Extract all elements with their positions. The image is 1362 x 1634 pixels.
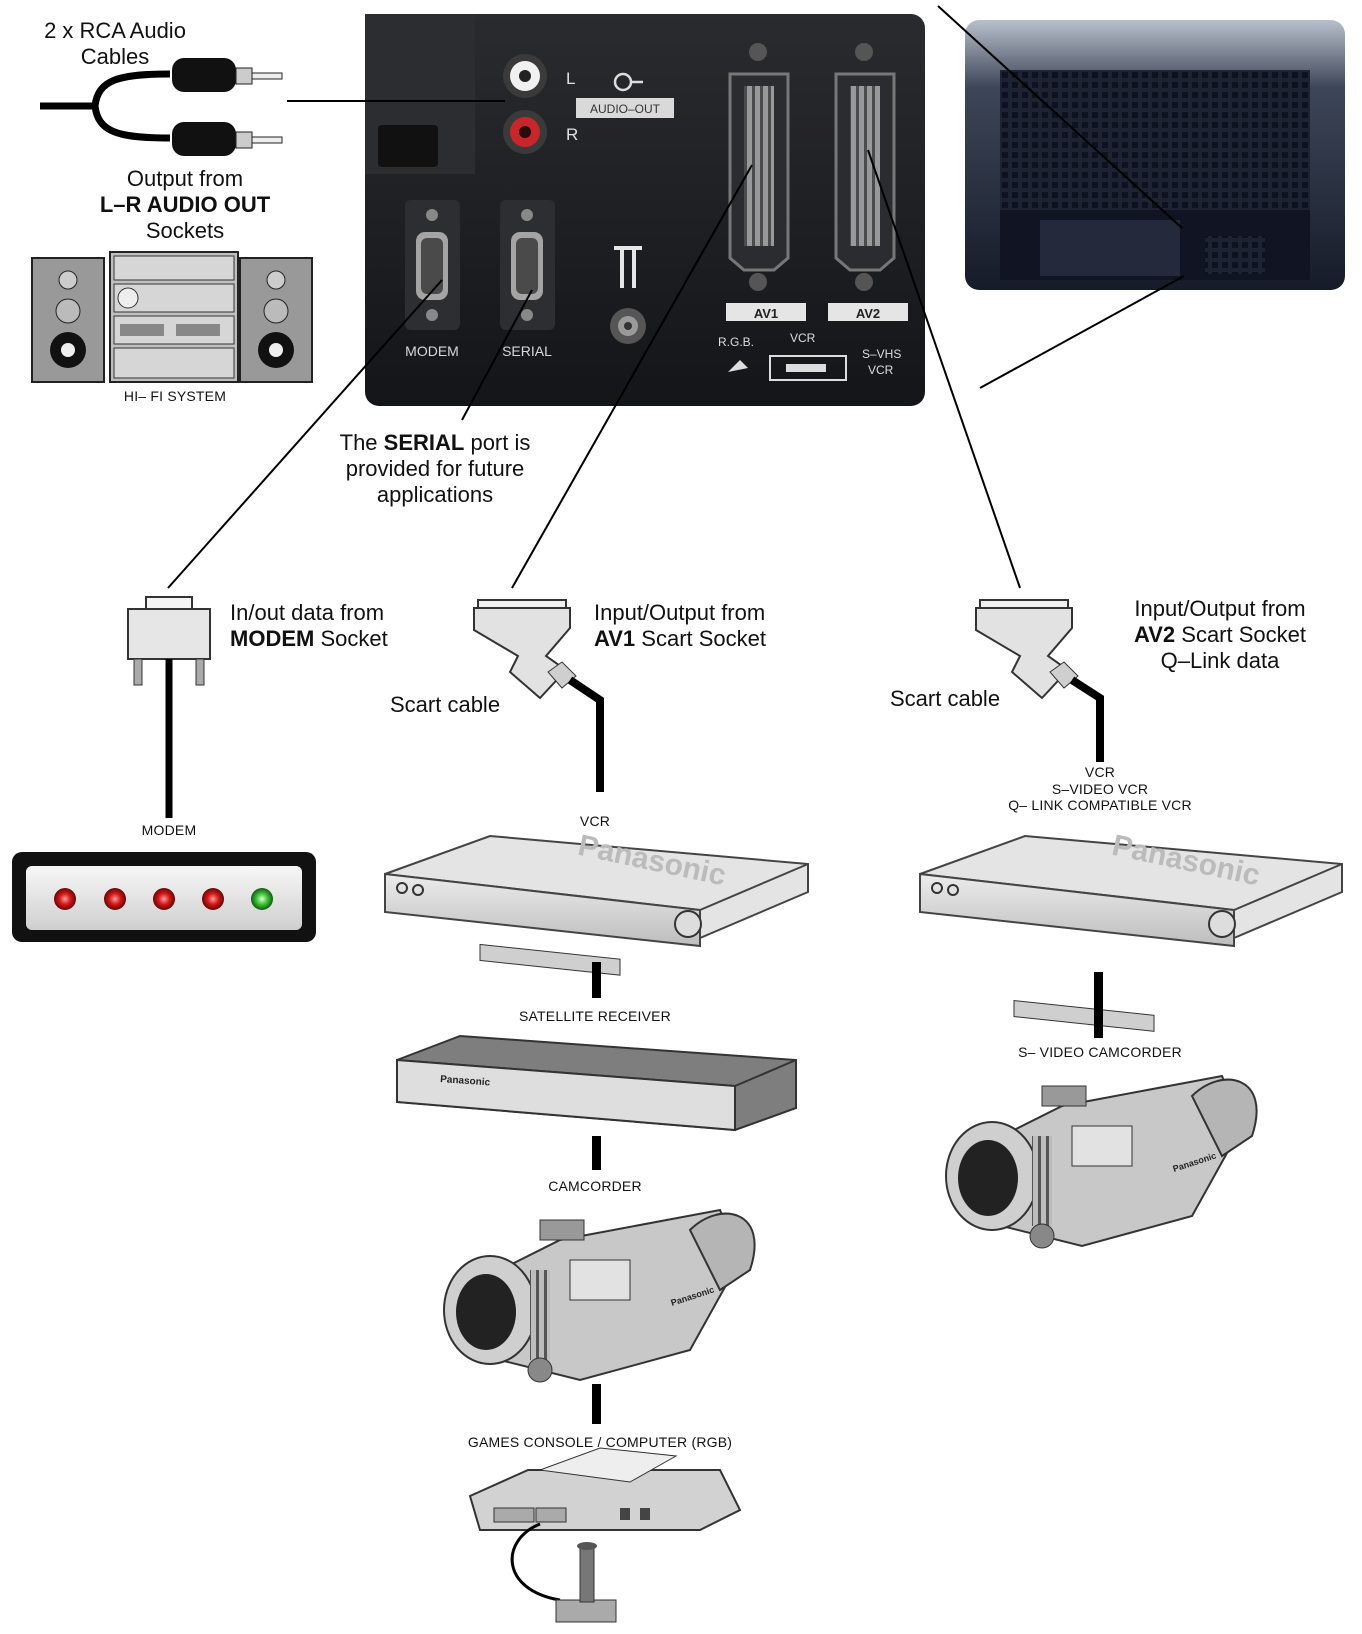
av2-label-line2: AV2 Scart Socket	[1133, 621, 1306, 647]
scart-cable-label-2: Scart cable	[890, 686, 1001, 711]
serial-port	[500, 200, 555, 330]
vcr-2-label: VCR S–VIDEO VCR Q– LINK COMPATIBLE VCR	[980, 764, 1220, 814]
scart-plug-av2	[975, 599, 1104, 762]
panel-r-label: R	[566, 125, 578, 144]
panel-audio-out-label: AUDIO–OUT	[590, 102, 661, 116]
panel-av1-label: AV1	[754, 306, 778, 321]
scart-socket-av1	[728, 43, 790, 291]
camcorder-1: Panasonic	[443, 1208, 756, 1383]
vcr-1: Panasonic	[384, 829, 809, 976]
modem-data-label: In/out data from MODEM Socket	[230, 600, 450, 652]
modem-led-1	[54, 888, 76, 910]
modem-led-3	[153, 888, 175, 910]
panel-av2-label: AV2	[856, 306, 880, 321]
av2-label-line3: Q–Link data	[1160, 647, 1280, 673]
modem-led-2	[104, 888, 126, 910]
av1-label-line2: AV1 Scart Socket	[594, 625, 767, 651]
rca-cables-label: 2 x RCA Audio Cables	[20, 18, 210, 70]
tv-back-panel: L R AUDIO–OUT MODEM SERIAL	[365, 14, 925, 406]
panel-vcr-label: VCR	[790, 331, 816, 345]
antenna-icon	[610, 246, 646, 344]
serial-port-note-line1: The SERIAL port is	[339, 430, 531, 455]
vcr-2-label-line2: S–VIDEO VCR	[1051, 780, 1149, 797]
panel-svhs-label-1: S–VHS	[862, 347, 901, 361]
modem-port	[405, 200, 460, 330]
scart-socket-av2	[834, 43, 896, 291]
serial-port-note-line3: applications	[376, 481, 494, 507]
games-console-label: GAMES CONSOLE / COMPUTER (RGB)	[467, 1434, 733, 1450]
audio-out-label-line2: L–R AUDIO OUT	[99, 191, 271, 217]
scart-plug-av1	[473, 599, 604, 792]
panel-modem-label: MODEM	[405, 343, 459, 359]
svideo-camcorder-label: S– VIDEO CAMCORDER	[1018, 1044, 1182, 1060]
av2-label: Input/Output from AV2 Scart Socket Q–Lin…	[1110, 596, 1330, 674]
games-console	[468, 1447, 742, 1623]
satellite-receiver-label: SATELLITE RECEIVER	[519, 1008, 671, 1024]
rca-cable	[40, 58, 283, 156]
modem-data-label-line1: In/out data from	[230, 600, 385, 625]
serial-port-note: The SERIAL port is provided for future a…	[320, 430, 550, 508]
panel-rgb-label: R.G.B.	[718, 335, 754, 349]
satellite-brand: Panasonic	[440, 1074, 491, 1088]
panel-svhs-label-2: VCR	[868, 363, 894, 377]
audio-out-label: Output from L–R AUDIO OUT Sockets	[70, 166, 300, 244]
modem-connector	[127, 596, 211, 818]
vcr-2: Panasonic	[919, 829, 1343, 1032]
modem-led-5	[251, 888, 273, 910]
vcr-1-label: VCR	[579, 813, 611, 829]
vcr-2-label-line3: Q– LINK COMPATIBLE VCR	[1008, 797, 1192, 814]
scart-cable-label-1: Scart cable	[390, 692, 501, 717]
camcorder-label: CAMCORDER	[548, 1178, 642, 1194]
av1-label-line1: Input/Output from	[594, 600, 766, 625]
rca-socket-left	[503, 54, 547, 98]
av2-label-line1: Input/Output from	[1134, 596, 1306, 621]
panel-serial-label: SERIAL	[502, 343, 552, 359]
tv-rear-photo	[965, 20, 1345, 290]
joystick-icon	[555, 1542, 617, 1623]
audio-out-label-line1: Output from	[126, 166, 244, 191]
rca-cables-label-line2: Cables	[80, 43, 150, 69]
panel-l-label: L	[566, 69, 575, 88]
headphone-icon	[613, 72, 643, 92]
rca-cables-label-line1: 2 x RCA Audio	[44, 18, 186, 43]
satellite-receiver: Panasonic	[396, 1034, 797, 1132]
satellite-dish-icon	[728, 360, 748, 372]
modem-device-label: MODEM	[141, 822, 197, 838]
hifi-label: HI– FI SYSTEM	[123, 388, 227, 404]
hifi-system	[31, 251, 313, 383]
modem-led-4	[202, 888, 224, 910]
modem-data-label-line2: MODEM Socket	[230, 625, 388, 651]
modem-device	[12, 852, 316, 942]
vcr-2-label-line1: VCR	[1084, 764, 1116, 780]
rca-socket-right	[503, 110, 547, 154]
audio-out-label-line3: Sockets	[145, 217, 225, 243]
serial-port-note-line2: provided for future	[345, 455, 525, 481]
av1-label: Input/Output from AV1 Scart Socket	[594, 600, 814, 652]
camcorder-2: Panasonic	[945, 1074, 1258, 1249]
